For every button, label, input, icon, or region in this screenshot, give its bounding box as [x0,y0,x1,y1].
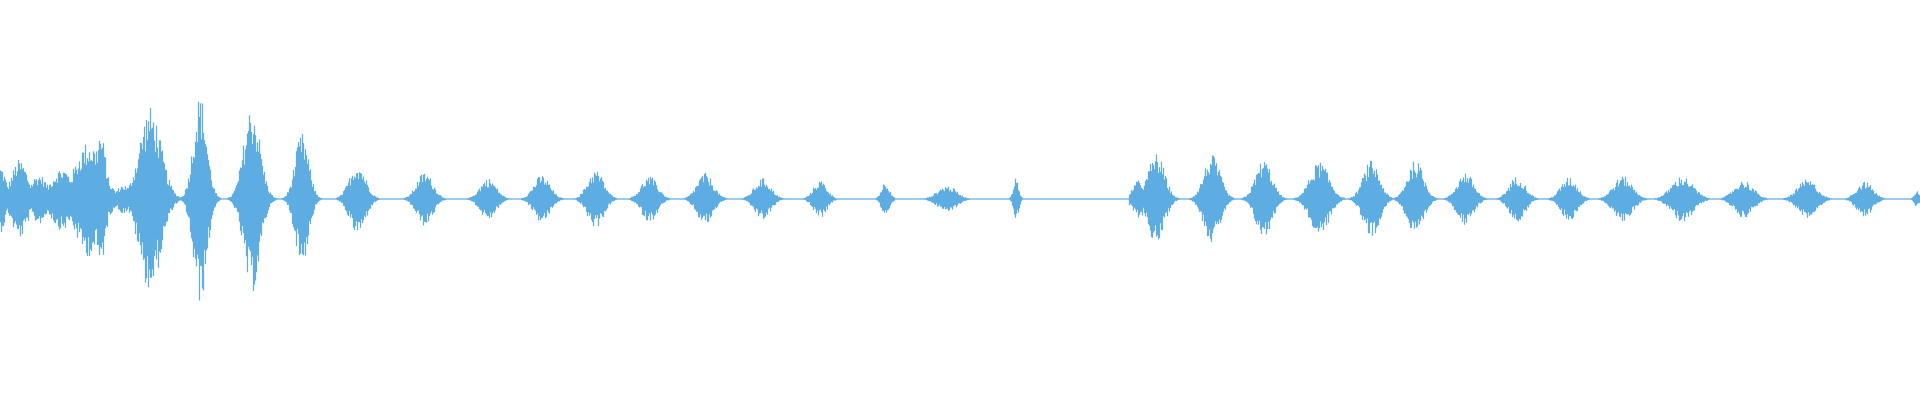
waveform-path [0,101,1920,301]
